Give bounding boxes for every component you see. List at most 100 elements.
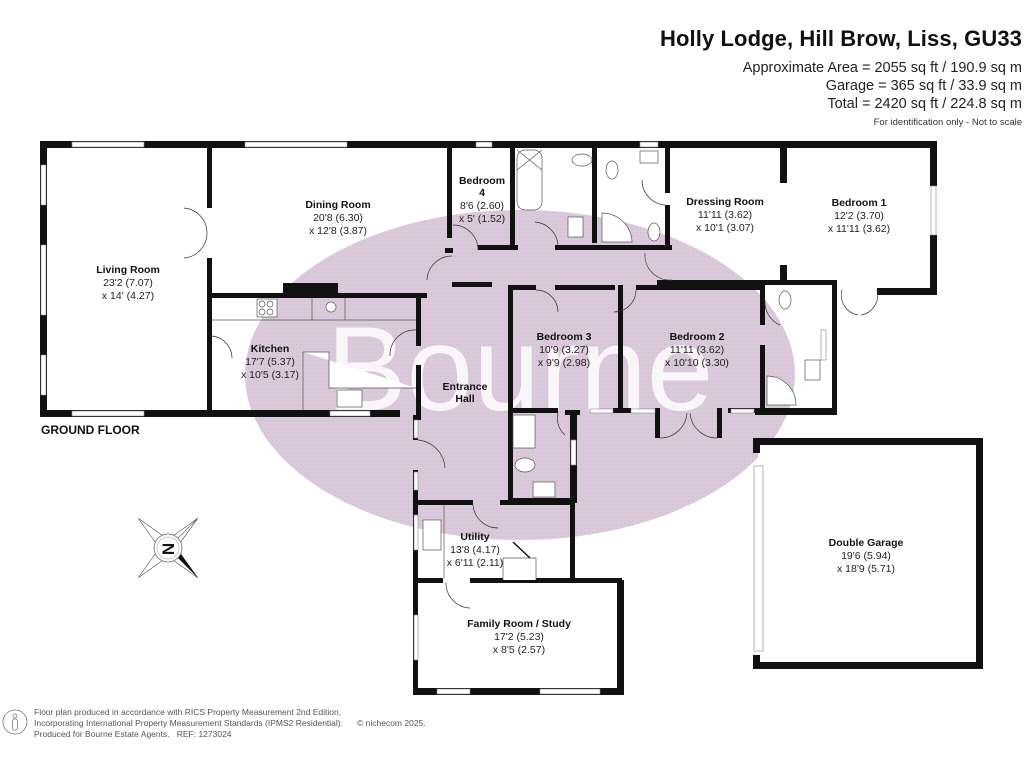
doors [183, 179, 878, 609]
door-swing [644, 252, 673, 281]
svg-text:x 6'11 (2.11): x 6'11 (2.11) [447, 557, 503, 569]
svg-text:Double Garage: Double Garage [829, 537, 904, 549]
floor-label: GROUND FLOOR [41, 423, 140, 437]
window [589, 408, 614, 414]
toilet-icon [514, 457, 536, 473]
footer-line-2: Incorporating International Property Mea… [34, 718, 343, 728]
room-double-garage: Double Garage 19'6 (5.94) x 18'9 (5.71) [829, 537, 904, 575]
bath-icon [516, 149, 543, 211]
window [820, 329, 827, 361]
north-arrow-icon [138, 518, 198, 578]
door-swing [535, 289, 559, 313]
window [244, 141, 348, 148]
window [539, 688, 601, 695]
window [40, 164, 47, 206]
window [329, 410, 371, 417]
garage-door [753, 465, 764, 652]
svg-text:x 9'9 (2.98): x 9'9 (2.98) [538, 357, 590, 369]
walls [40, 141, 983, 695]
svg-text:Bedroom 3: Bedroom 3 [537, 331, 592, 343]
plan-header: Holly Lodge, Hill Brow, Liss, GU33 Appro… [564, 26, 1024, 128]
door-swing [534, 221, 559, 246]
window [639, 141, 659, 148]
svg-text:x 10'10 (3.30): x 10'10 (3.30) [665, 357, 729, 369]
svg-text:17'2 (5.23): 17'2 (5.23) [494, 631, 544, 643]
door-swing [472, 504, 499, 529]
reference-number: REF: 1273024 [176, 729, 232, 739]
svg-text:Dining Room: Dining Room [305, 199, 370, 211]
footer-line-1: Floor plan produced in accordance with R… [34, 707, 342, 717]
window [436, 688, 471, 695]
watermark-ellipse [245, 210, 795, 540]
svg-text:x 18'9 (5.71): x 18'9 (5.71) [837, 563, 895, 575]
footer-text: Floor plan produced in accordance with R… [34, 707, 426, 740]
svg-text:Bedroom 1: Bedroom 1 [832, 197, 887, 209]
shower-icon [601, 212, 633, 243]
window [475, 141, 493, 148]
watermark: Bourne [245, 210, 795, 540]
toilet-icon [778, 290, 792, 310]
window [630, 408, 656, 414]
window [413, 614, 419, 661]
svg-text:Kitchen: Kitchen [251, 343, 290, 355]
shower-icon [766, 375, 797, 406]
room-kitchen: Kitchen 17'7 (5.37) x 10'5 (3.17) [241, 343, 299, 381]
room-dining-room: Dining Room 20'8 (6.30) x 12'8 (3.87) [305, 199, 370, 237]
fixtures [212, 149, 821, 580]
svg-text:x 5' (1.52): x 5' (1.52) [459, 213, 505, 225]
person-icon [2, 709, 28, 735]
door-swing [389, 329, 417, 357]
garage-area: Garage = 365 sq ft / 33.9 sq m [825, 78, 1022, 94]
door-swing [860, 289, 878, 316]
svg-text:x 10'1 (3.07): x 10'1 (3.07) [696, 222, 754, 234]
svg-text:17'7 (5.37): 17'7 (5.37) [245, 356, 295, 368]
shower-tray-icon [512, 414, 536, 449]
property-title: Holly Lodge, Hill Brow, Liss, GU33 [660, 26, 1022, 51]
door-swing [445, 582, 471, 609]
svg-text:4: 4 [479, 187, 485, 199]
svg-text:x 12'8 (3.87): x 12'8 (3.87) [309, 225, 367, 237]
room-utility: Utility 13'8 (4.17) x 6'11 (2.11) [447, 531, 503, 569]
room-family-room-study: Family Room / Study 17'2 (5.23) x 8'5 (2… [467, 618, 571, 656]
room-bedroom-2: Bedroom 2 11'11 (3.62) x 10'10 (3.30) [665, 331, 729, 369]
basin-icon [804, 359, 821, 381]
copyright: © nichecom 2025. [357, 718, 426, 728]
door-swing [417, 439, 446, 469]
window [930, 185, 937, 236]
room-dressing-room: Dressing Room 11'11 (3.62) x 10'1 (3.07) [686, 196, 764, 234]
svg-text:11'11 (3.62): 11'11 (3.62) [670, 344, 724, 356]
door-swing [557, 412, 566, 436]
basin-icon [567, 216, 584, 238]
footer-line-3: Produced for Bourne Estate Agents. [34, 729, 170, 739]
garage-floor [758, 443, 980, 665]
svg-text:12'2 (3.70): 12'2 (3.70) [834, 210, 884, 222]
sink-icon [325, 301, 337, 313]
svg-text:Entrance: Entrance [443, 381, 488, 393]
door-swing [183, 207, 208, 233]
basin-icon [639, 150, 659, 164]
svg-text:13'8 (4.17): 13'8 (4.17) [450, 544, 500, 556]
room-living-room: Living Room 23'2 (7.07) x 14' (4.27) [96, 264, 160, 302]
door-swing [641, 179, 666, 206]
room-entrance-hall: Entrance Hall [443, 381, 488, 405]
compass-north-label: N [159, 543, 178, 555]
door-swing [764, 299, 781, 326]
svg-text:Dressing Room: Dressing Room [686, 196, 764, 208]
svg-text:Bedroom: Bedroom [459, 175, 505, 187]
footer: Floor plan produced in accordance with R… [0, 707, 480, 747]
door-swing [659, 412, 688, 439]
windows [40, 141, 937, 695]
svg-text:20'8 (6.30): 20'8 (6.30) [313, 212, 363, 224]
door-swing [426, 255, 453, 281]
svg-text:Bedroom 2: Bedroom 2 [670, 331, 725, 343]
svg-text:Hall: Hall [455, 393, 474, 405]
window [413, 471, 419, 491]
basin-icon [532, 481, 556, 498]
window [413, 514, 419, 551]
window [40, 244, 47, 316]
svg-text:11'11 (3.62): 11'11 (3.62) [698, 209, 752, 221]
svg-text:Living Room: Living Room [96, 264, 160, 276]
total-area: Total = 2420 sq ft / 224.8 sq m [827, 96, 1022, 112]
toilet-icon [571, 153, 593, 167]
